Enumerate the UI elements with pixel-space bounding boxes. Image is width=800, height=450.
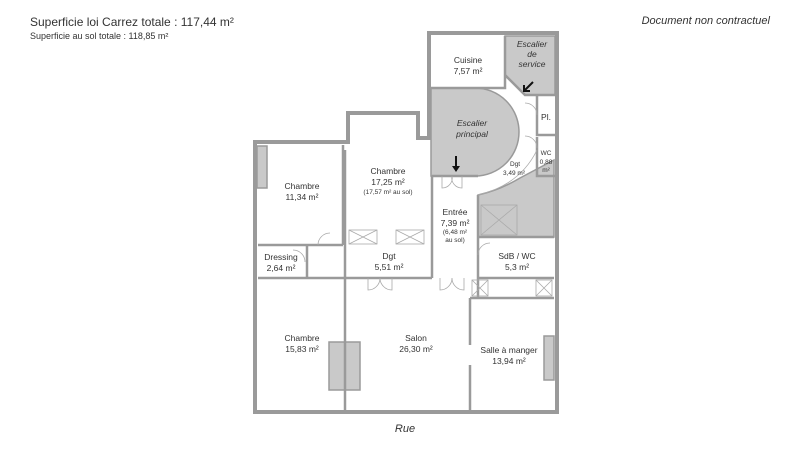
chambre2-area: 17,25 m² xyxy=(371,177,405,187)
chambre2-label: Chambre xyxy=(371,166,406,176)
escalier-service-label: Escalier xyxy=(517,39,548,49)
cuisine-label: Cuisine xyxy=(454,55,483,65)
escalier-service-label: de xyxy=(527,49,537,59)
sdb-area: 5,3 m² xyxy=(505,262,529,272)
escalier-principal-area xyxy=(430,87,520,177)
dressing-area: 2,64 m² xyxy=(267,263,296,273)
salle-manger-label: Salle à manger xyxy=(480,345,537,355)
salon-label: Salon xyxy=(405,333,427,343)
placard-label: Pl. xyxy=(541,112,551,122)
wc-area: 0,88 xyxy=(540,159,553,166)
ventilation-shafts xyxy=(348,204,553,297)
entree-label: Entrée xyxy=(442,207,467,217)
wc-area-unit: m² xyxy=(542,167,550,174)
dgt-area: 5,51 m² xyxy=(375,262,404,272)
escalier-principal-label: Escalier xyxy=(457,118,488,128)
escalier-service-label: service xyxy=(519,59,546,69)
entree-area: 7,39 m² xyxy=(441,218,470,228)
entree-note: (6,48 m² xyxy=(443,229,468,236)
sdb-label: SdB / WC xyxy=(498,251,535,261)
chimney-chambre xyxy=(256,145,268,189)
surface-sol-total: Superficie au sol totale : 118,85 m² xyxy=(30,31,169,41)
outer-wall xyxy=(253,31,559,414)
cuisine-area: 7,57 m² xyxy=(454,66,483,76)
inner-walls xyxy=(258,36,555,412)
doors xyxy=(292,102,538,291)
stair-curve xyxy=(477,149,538,196)
arrow-southwest-icon xyxy=(523,81,534,92)
salle-manger-area: 13,94 m² xyxy=(492,356,526,366)
chimney-right xyxy=(543,335,555,381)
dressing-label: Dressing xyxy=(264,252,298,262)
dgt-small-label: Dgt xyxy=(510,161,520,168)
dgt-small-area: 3,49 m² xyxy=(503,170,526,177)
escalier-principal-label: principal xyxy=(455,129,489,139)
arrow-down-icon xyxy=(452,156,460,172)
chambre1-label: Chambre xyxy=(285,181,320,191)
surface-carrez-total: Superficie loi Carrez totale : 117,44 m² xyxy=(30,15,234,29)
chambre3-label: Chambre xyxy=(285,333,320,343)
disclaimer: Document non contractuel xyxy=(641,15,770,27)
chambre3-area: 15,83 m² xyxy=(285,344,319,354)
wc-label: WC xyxy=(541,150,552,157)
entree-note: au sol) xyxy=(445,237,465,244)
street-label: Rue xyxy=(395,423,415,435)
chambre1-area: 11,34 m² xyxy=(286,192,319,202)
dgt-label: Dgt xyxy=(382,251,396,261)
salon-area: 26,30 m² xyxy=(399,344,433,354)
chambre2-note: (17,57 m² au sol) xyxy=(363,189,412,196)
